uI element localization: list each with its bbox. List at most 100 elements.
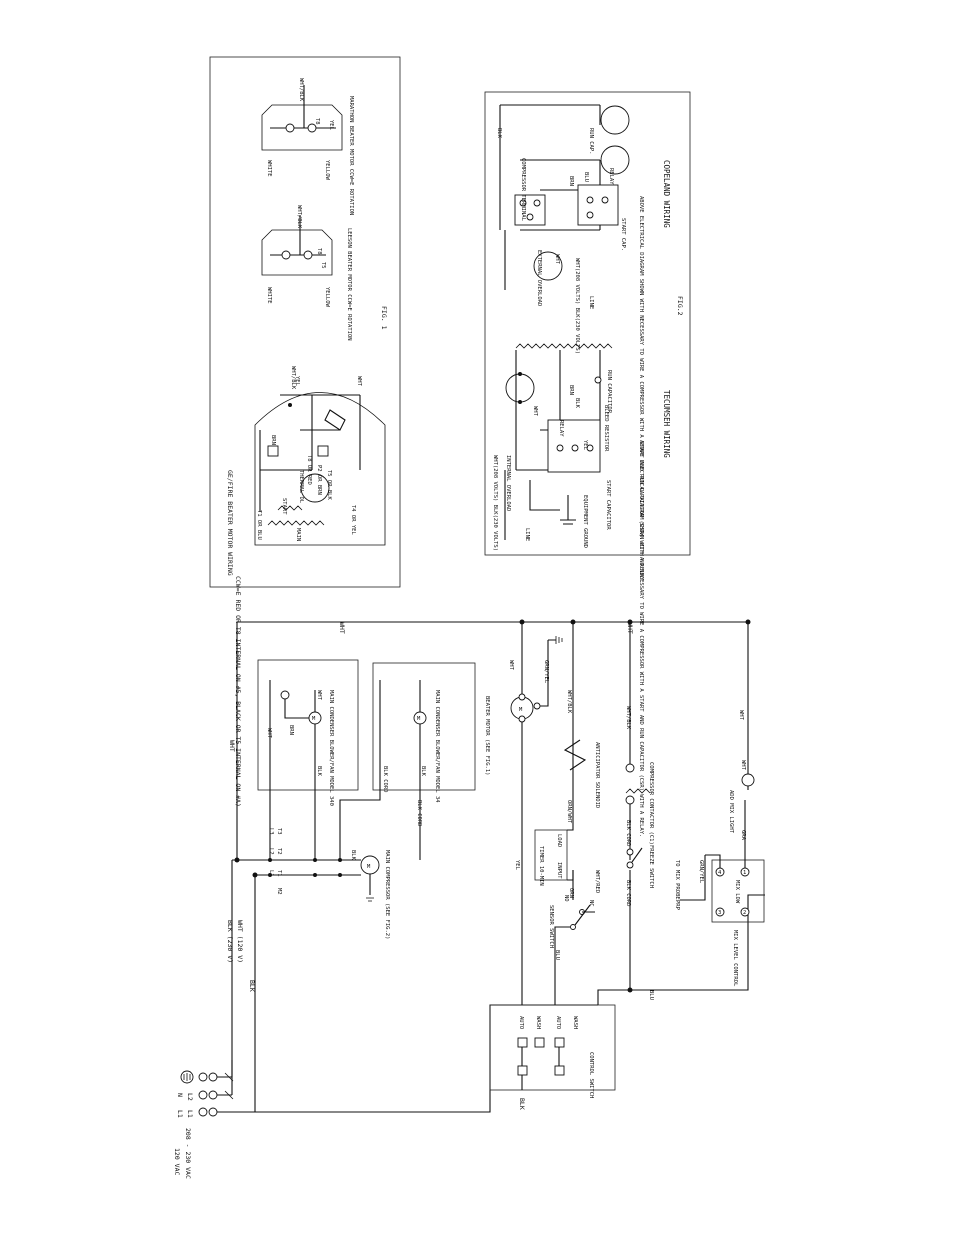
compressor-leads <box>360 859 371 895</box>
timer-wiring <box>567 740 574 881</box>
leeson-white: WHITE <box>266 287 272 304</box>
anticipator-solenoid-icon <box>563 739 587 771</box>
blk-cord-label: BLK CORD <box>625 820 631 847</box>
cs-contact-3[interactable] <box>554 1037 565 1048</box>
compressor-contactor-label: COMPRESSOR CONTACTOR (C1) <box>648 762 654 845</box>
marathon-wht-blk: WHT/BLK <box>298 78 304 102</box>
cs-auto-1: AUTO <box>518 1016 524 1029</box>
contactor-t1: T1 <box>276 870 282 877</box>
leeson-wht-blk: WHT/BLK <box>296 205 302 229</box>
ge-t1-blu: T1 OR BLU <box>256 510 262 540</box>
condenser-340-box <box>257 659 359 791</box>
contactor-coil <box>625 788 651 794</box>
tecumseh-wiring <box>515 350 601 471</box>
jn-3 <box>627 619 633 625</box>
mlc-terminal-2 <box>740 907 750 917</box>
wht-blk-2-label: WHT/BLK <box>625 706 631 730</box>
m-glyph-1: M <box>312 716 316 722</box>
tec-blk: BLK <box>574 398 580 409</box>
cope-relay-pin-3 <box>586 211 594 219</box>
tec-yel: YEL <box>582 440 588 451</box>
main-compressor-label: MAIN COMPRESSOR (SEE FIG.2) <box>384 850 390 939</box>
cs-contact-5[interactable] <box>554 1065 565 1076</box>
blk-cord2-label: BLK CORD <box>625 880 631 907</box>
blk-230-label: BLK (230 V) <box>226 920 234 963</box>
condenser-340-cap-icon <box>280 690 290 700</box>
leeson-motor-housing <box>261 229 333 276</box>
ge-t5-blk: T5 OR BLK <box>326 470 332 500</box>
cs-contact-4[interactable] <box>517 1065 528 1076</box>
tecumseh-ground <box>529 480 576 525</box>
fig1-header: GE/FIRE BEATER MOTOR WIRING <box>226 470 234 576</box>
fig1-border <box>209 56 401 588</box>
leeson-t5: T5 <box>320 262 326 269</box>
contactor-l1: L1 <box>268 870 274 877</box>
blk-cord-340-label: BLK CORD <box>382 766 388 793</box>
sensor-switch-wiring <box>554 870 595 940</box>
fig2-tecumseh: TECUMSEH WIRING <box>662 390 671 458</box>
contactor-m2: M2 <box>276 888 282 895</box>
mix-level-control-box <box>711 859 765 923</box>
freeze-switch-label: FREEZE SWITCH <box>648 845 654 888</box>
leeson-caption: LEESON BEATER MOTOR CCW=E ROTATION <box>346 228 352 341</box>
ge-t8-red: T8 OR RED <box>306 455 312 485</box>
cs-contact-1[interactable] <box>517 1037 528 1048</box>
supply-l1b-label: L1 <box>186 1110 194 1118</box>
fig2-note1: ABOVE ELECTRICAL DIAGRAM SHOWN WITH NO N… <box>638 440 644 837</box>
l2-conductor <box>231 859 360 1095</box>
marathon-white: WHITE <box>266 160 272 177</box>
node-l1 <box>268 858 272 862</box>
cs-contact-2[interactable] <box>534 1037 545 1048</box>
fig2-line: LINE <box>524 528 530 541</box>
freeze-switch-contact-b[interactable] <box>626 848 634 856</box>
blk-cord-34-label: BLK CORD <box>416 800 422 827</box>
yel-label: YEL <box>514 860 520 871</box>
ge-p2-brn: P2 OR BRN <box>316 465 322 495</box>
supply-208-230vac: 208 - 230 VAC <box>184 1128 192 1179</box>
sensor-switch-contact-a[interactable] <box>570 924 576 930</box>
cs-wash-2: WASH <box>572 1016 578 1029</box>
cope-term-s <box>533 199 541 207</box>
copeland-relay <box>577 184 619 226</box>
copeland-run-cap <box>600 105 630 135</box>
timer-label: TIMER 10-MIN <box>538 846 544 886</box>
orn-label: ORN <box>568 888 574 898</box>
leeson-wiring <box>270 215 326 256</box>
marathon-terminal-b <box>307 123 317 133</box>
wht-top-conductor <box>236 621 748 860</box>
wht-red-label: WHT/RED <box>594 870 600 893</box>
node-t2 <box>313 873 317 877</box>
condenser-34-box <box>372 662 476 791</box>
jn-2 <box>570 619 576 625</box>
mlc-num-2: 2 <box>743 910 746 916</box>
condenser-34-label: MAIN CONDENSER BLOWER/FAN MODEL 34 <box>434 690 440 803</box>
cope-start-cap: START CAP. <box>620 218 626 251</box>
fig2-internal-overload: INTERNAL OVERLOAD <box>505 455 511 511</box>
cope-term-c <box>519 199 527 207</box>
freeze-switch-contact-a[interactable] <box>626 861 634 869</box>
tec-brn: BRN <box>568 385 574 395</box>
marathon-wiring <box>270 85 336 129</box>
mix-level-wiring <box>680 622 749 901</box>
tecumseh-winding <box>515 343 613 349</box>
freeze-switch-blade <box>631 847 643 863</box>
bm-pin-2 <box>518 715 526 723</box>
control-switch-wiring <box>521 1047 560 1090</box>
ge-switch-contact <box>324 409 346 431</box>
tec-pin-1 <box>518 372 522 376</box>
condenser-34-lead <box>339 680 381 860</box>
nc-label: NC <box>588 900 594 907</box>
contactor-l3: L3 <box>268 828 274 835</box>
blk2-label: BLK <box>518 1098 526 1110</box>
cope-wht: WHT <box>554 254 560 265</box>
earth-ground-lines <box>183 1073 191 1081</box>
timer-box <box>534 829 568 881</box>
fig2-label: FIG.2 <box>676 296 684 316</box>
marathon-motor-housing <box>261 104 343 151</box>
supply-terminals: 120 VAC 208 - 230 VAC L1 L1 L2 N <box>173 1070 255 1179</box>
copeland-terminal-box <box>514 194 546 226</box>
node-t1 <box>268 873 272 877</box>
ge-brn: BRN <box>270 435 276 445</box>
jn-5 <box>234 857 240 863</box>
leeson-t8: T8 <box>316 248 322 255</box>
